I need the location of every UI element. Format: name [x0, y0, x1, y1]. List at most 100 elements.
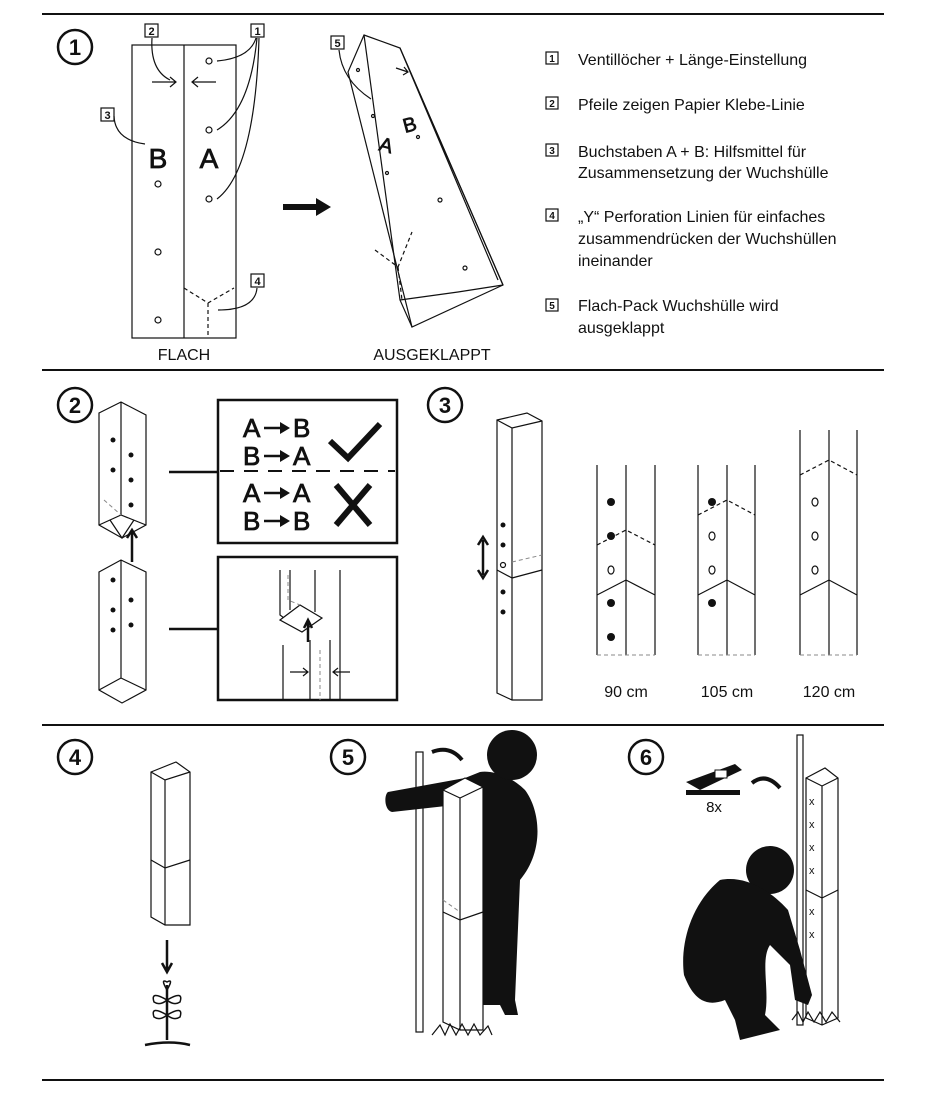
svg-text:2: 2 [549, 99, 555, 110]
svg-text:Ventillöcher + Länge-Einstellu: Ventillöcher + Länge-Einstellung [578, 52, 807, 69]
staple-count: 8x [706, 799, 722, 816]
svg-text:Zusammensetzung der Wuchshülle: Zusammensetzung der Wuchshülle [578, 165, 829, 182]
svg-text:2: 2 [69, 393, 81, 418]
svg-text:120 cm: 120 cm [803, 684, 855, 701]
step-badge-4: 4 [56, 738, 94, 776]
flat-label: FLACH [158, 347, 210, 364]
person-head [746, 846, 794, 894]
adjust-arrow-icon [476, 534, 490, 581]
stapling-scene: 8x x x x x x x [683, 734, 841, 1040]
svg-text:4: 4 [549, 211, 555, 222]
callout-3: 3 [100, 107, 146, 145]
svg-text:A: A [293, 441, 311, 471]
svg-text:Buchstaben A + B: Hilfsmittel: Buchstaben A + B: Hilfsmittel für [578, 144, 807, 161]
stake [415, 751, 424, 1033]
svg-text:A: A [293, 478, 311, 508]
grass-icon [431, 1022, 493, 1037]
svg-text:6: 6 [640, 745, 652, 770]
svg-text:Pfeile zeigen Papier Klebe-Lin: Pfeile zeigen Papier Klebe-Linie [578, 97, 805, 114]
installation-scene [385, 730, 538, 1037]
sleeve-over-plant [144, 761, 191, 1047]
legend-item-1: 1 Ventillöcher + Länge-Einstellung [545, 51, 807, 69]
unfolded-label: AUSGEKLAPPT [373, 347, 491, 364]
plant-icon [144, 980, 191, 1047]
svg-text:B: B [149, 143, 168, 174]
svg-text:3: 3 [104, 110, 110, 122]
step-badge-6: 6 [627, 738, 665, 776]
checkmark-icon [327, 421, 383, 463]
svg-text:2: 2 [148, 26, 154, 38]
svg-text:zusammendrücken der Wuchshülle: zusammendrücken der Wuchshüllen [578, 231, 837, 248]
svg-text:B: B [401, 113, 420, 138]
svg-text:x: x [809, 929, 815, 941]
down-arrow [160, 940, 174, 975]
svg-text:105 cm: 105 cm [701, 684, 753, 701]
stapler-icon [686, 764, 742, 795]
svg-text:90 cm: 90 cm [604, 684, 648, 701]
length-120: 120 cm [799, 430, 858, 701]
svg-text:3: 3 [549, 146, 555, 157]
svg-text:A: A [243, 478, 261, 508]
sleeve-bottom-piece [98, 559, 147, 704]
svg-text:B: B [293, 506, 310, 536]
svg-text:4: 4 [254, 276, 261, 288]
svg-text:4: 4 [69, 745, 82, 770]
person-head [487, 730, 537, 780]
insertion-detail-box [216, 555, 399, 702]
motion-arc-icon [750, 776, 782, 790]
svg-text:ineinander: ineinander [578, 253, 653, 270]
step-badge-3: 3 [426, 386, 464, 424]
svg-text:x: x [809, 842, 815, 854]
svg-text:B: B [293, 413, 310, 443]
step-badge-5: 5 [329, 738, 367, 776]
svg-text:5: 5 [334, 38, 340, 50]
sleeve-top-piece [98, 401, 147, 540]
svg-text:„Y“ Perforation Linien für ein: „Y“ Perforation Linien für einfaches [578, 209, 825, 226]
svg-text:1: 1 [549, 54, 555, 65]
legend-item-3: 3 Buchstaben A + B: Hilfsmittel fürZusamm… [545, 143, 829, 182]
svg-text:x: x [809, 906, 815, 918]
legend-item-5: 5 Flach-Pack Wuchshülle wird ausgeklappt [545, 298, 779, 337]
svg-text:5: 5 [549, 301, 555, 312]
callout-5: 5 [330, 35, 372, 100]
svg-text:1: 1 [254, 26, 260, 38]
person-silhouette [385, 771, 538, 1015]
svg-text:x: x [809, 819, 815, 831]
callout-1: 1 [216, 23, 265, 200]
svg-text:B: B [243, 441, 260, 471]
callout-2: 2 [144, 23, 171, 81]
motion-arc-icon [431, 747, 464, 762]
legend: 1 Ventillöcher + Länge-Einstellung 2 Pfeil… [545, 51, 837, 337]
legend-item-4: 4 „Y“ Perforation Linien für einfaches zus… [545, 208, 837, 270]
svg-text:A: A [200, 143, 219, 174]
svg-text:B: B [243, 506, 260, 536]
legend-item-2: 2 Pfeile zeigen Papier Klebe-Linie [545, 96, 805, 114]
svg-text:A: A [243, 413, 261, 443]
step-badge-1: 1 [56, 28, 94, 66]
svg-text:x: x [809, 865, 815, 877]
svg-text:1: 1 [69, 35, 81, 60]
stake [796, 734, 804, 1026]
length-90: 90 cm [596, 465, 656, 701]
person-silhouette [683, 879, 812, 1040]
svg-text:x: x [809, 796, 815, 808]
length-105: 105 cm [697, 465, 756, 701]
svg-text:3: 3 [439, 393, 451, 418]
svg-text:5: 5 [342, 745, 354, 770]
unfolded-sleeve: A B 5 AUSGEKLAPPT [330, 34, 504, 364]
adjustable-sleeve [476, 412, 543, 701]
transform-arrow [283, 198, 331, 216]
flat-sleeve: B A 2 1 3 4 FLACH [100, 23, 265, 364]
svg-text:Flach-Pack Wuchshülle wird: Flach-Pack Wuchshülle wird [578, 298, 779, 315]
svg-text:A: A [377, 134, 396, 159]
svg-text:ausgeklappt: ausgeklappt [578, 320, 665, 337]
staple-marks: x x x x x x [809, 796, 815, 941]
up-arrow [125, 527, 139, 562]
step-badge-2: 2 [56, 386, 94, 424]
